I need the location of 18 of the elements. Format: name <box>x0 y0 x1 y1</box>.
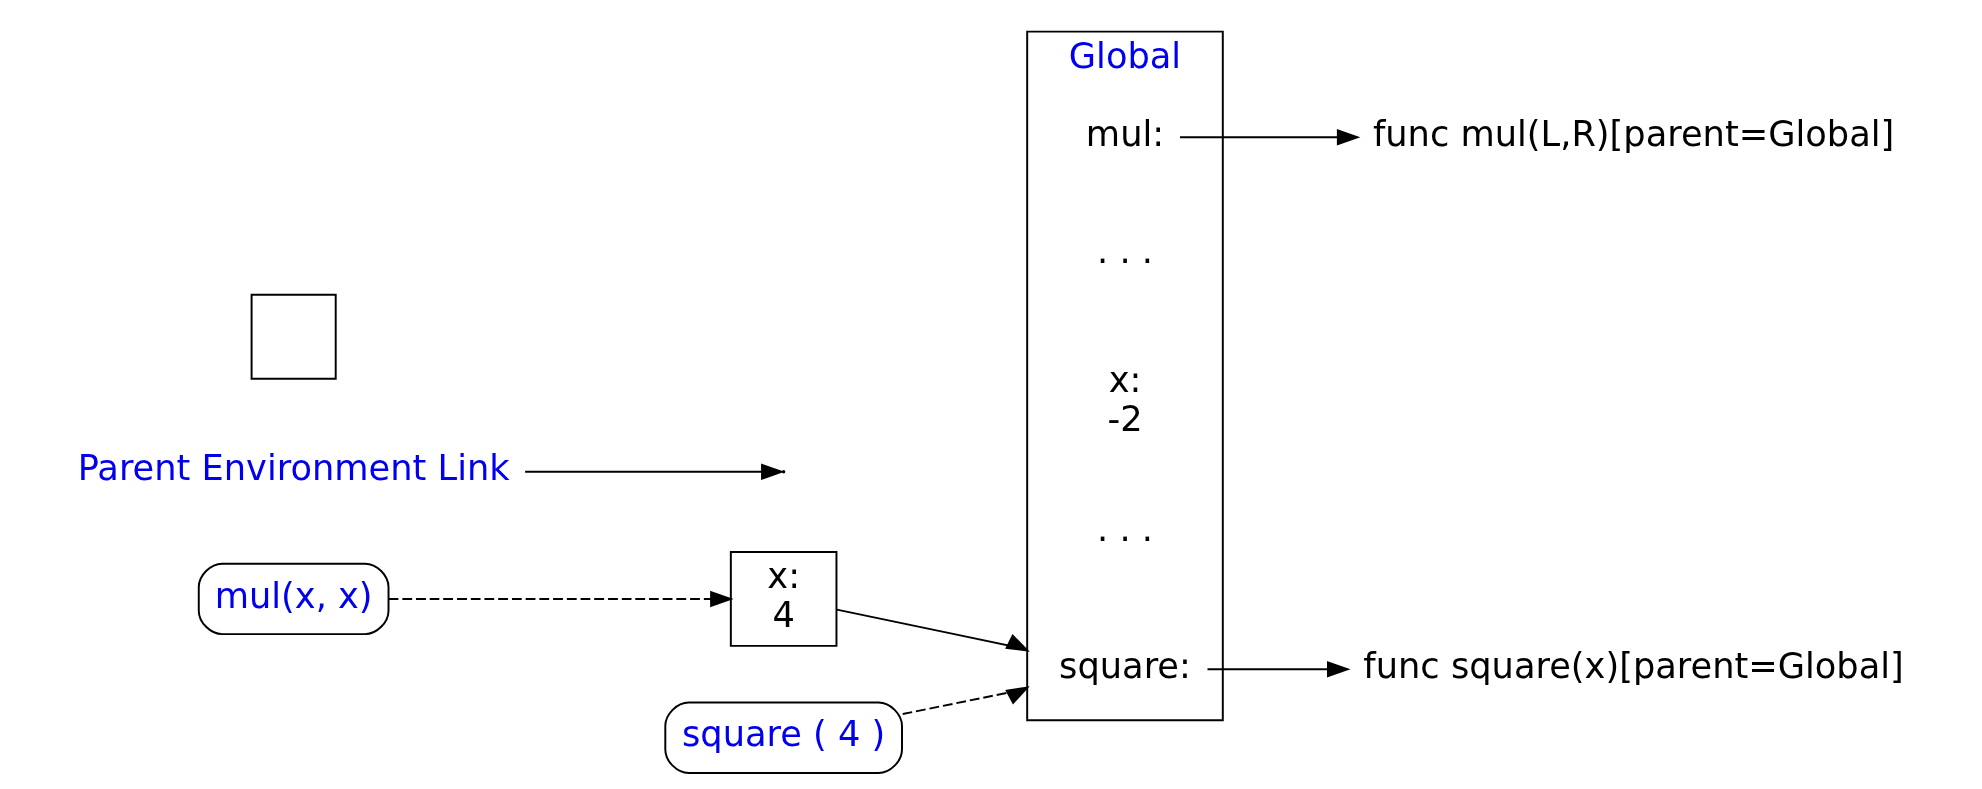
arrow <box>1206 661 1351 678</box>
node-text: func square(x)[parent=Global] <box>1363 644 1904 686</box>
node-text: square: <box>1059 644 1191 686</box>
label: · · · <box>1097 240 1153 282</box>
label: · · · <box>1097 517 1153 559</box>
node-box <box>250 293 337 380</box>
arrow <box>1179 129 1361 146</box>
arrow <box>387 590 734 608</box>
arrow <box>835 608 1030 652</box>
node-text: Parent Environment Link <box>77 447 510 489</box>
node-box: x: 4 <box>729 551 838 647</box>
node-box: square ( 4 ) <box>664 701 903 774</box>
node-text: func mul(L,R)[parent=Global] <box>1372 112 1895 154</box>
node-box: mul(x, x) <box>197 562 390 636</box>
node-text: x: -2 <box>1107 359 1143 440</box>
node-text: mul: <box>1085 112 1165 154</box>
arrow <box>524 463 785 480</box>
arrow <box>901 686 1030 716</box>
